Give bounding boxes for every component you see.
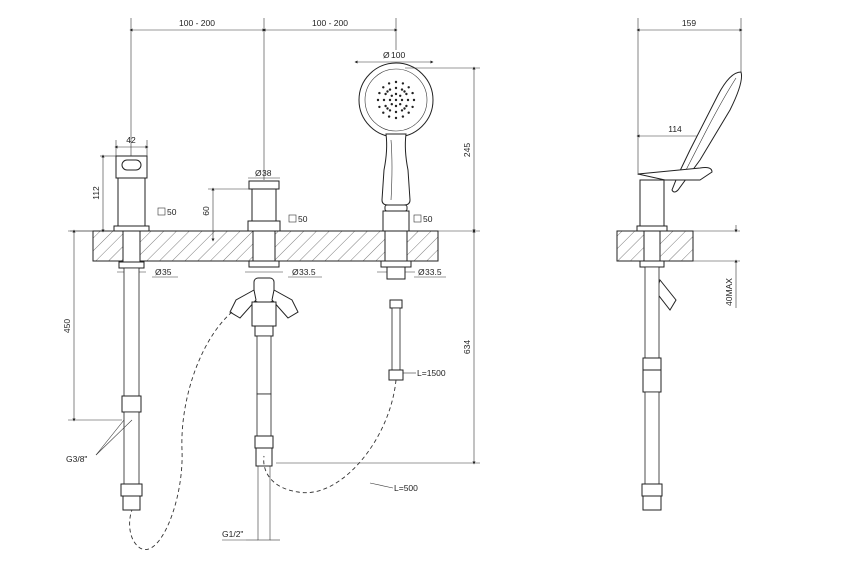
dashed-hoses: L=500 <box>129 311 418 550</box>
mixer-dia-label: 38 <box>262 168 272 178</box>
shower-hose-label: L=1500 <box>417 368 446 378</box>
side-reach-label: 114 <box>668 124 682 134</box>
shower-dia-symbol: Ø <box>383 50 390 60</box>
total-depth-label: 634 <box>462 340 472 354</box>
spout-square-label: 50 <box>167 207 177 217</box>
hose-length-left-label: 450 <box>62 319 72 333</box>
shower-dia-label: 100 <box>391 50 405 60</box>
thread-left-label: G3/8" <box>66 454 87 464</box>
side-width-label: 159 <box>682 18 696 28</box>
flex-hose-label: L=500 <box>394 483 418 493</box>
spout-hole-label: Ø <box>155 267 162 277</box>
side-view: 159 114 40MAX <box>616 18 743 511</box>
dim-spacing-left: 100 - 200 <box>129 18 266 180</box>
holder-square-label: 50 <box>423 214 433 224</box>
shower-nozzles <box>376 80 416 120</box>
deck-thickness-label: 60 <box>201 206 211 216</box>
hand-shower: Ø 100 <box>276 50 480 465</box>
spout-width-label: 42 <box>126 135 136 145</box>
dim-spacing-right-label: 100 - 200 <box>312 18 348 28</box>
mixer-hole-label: 33.5 <box>299 267 316 277</box>
mixer: Ø 38 50 60 Ø 33.5 <box>201 168 322 541</box>
thread-bottom-label: G1/2" <box>222 529 243 539</box>
spout: 42 112 50 Ø 35 <box>62 135 178 511</box>
spout-height-label: 112 <box>91 186 101 200</box>
mixer-square-label: 50 <box>298 214 308 224</box>
max-deck-label: 40MAX <box>724 278 734 306</box>
dim-spacing-right: 100 - 200 <box>262 18 398 50</box>
spout-hole-value: 35 <box>162 267 172 277</box>
mixer-hole-symbol: Ø <box>292 267 299 277</box>
front-view: 100 - 200 100 - 200 42 112 50 <box>62 18 480 550</box>
shower-height-label: 245 <box>462 143 472 157</box>
dim-spacing-left-label: 100 - 200 <box>179 18 215 28</box>
mixer-dia-symbol: Ø <box>255 168 262 178</box>
holder-hole-label: 33.5 <box>425 267 442 277</box>
holder-hole-symbol: Ø <box>418 267 425 277</box>
